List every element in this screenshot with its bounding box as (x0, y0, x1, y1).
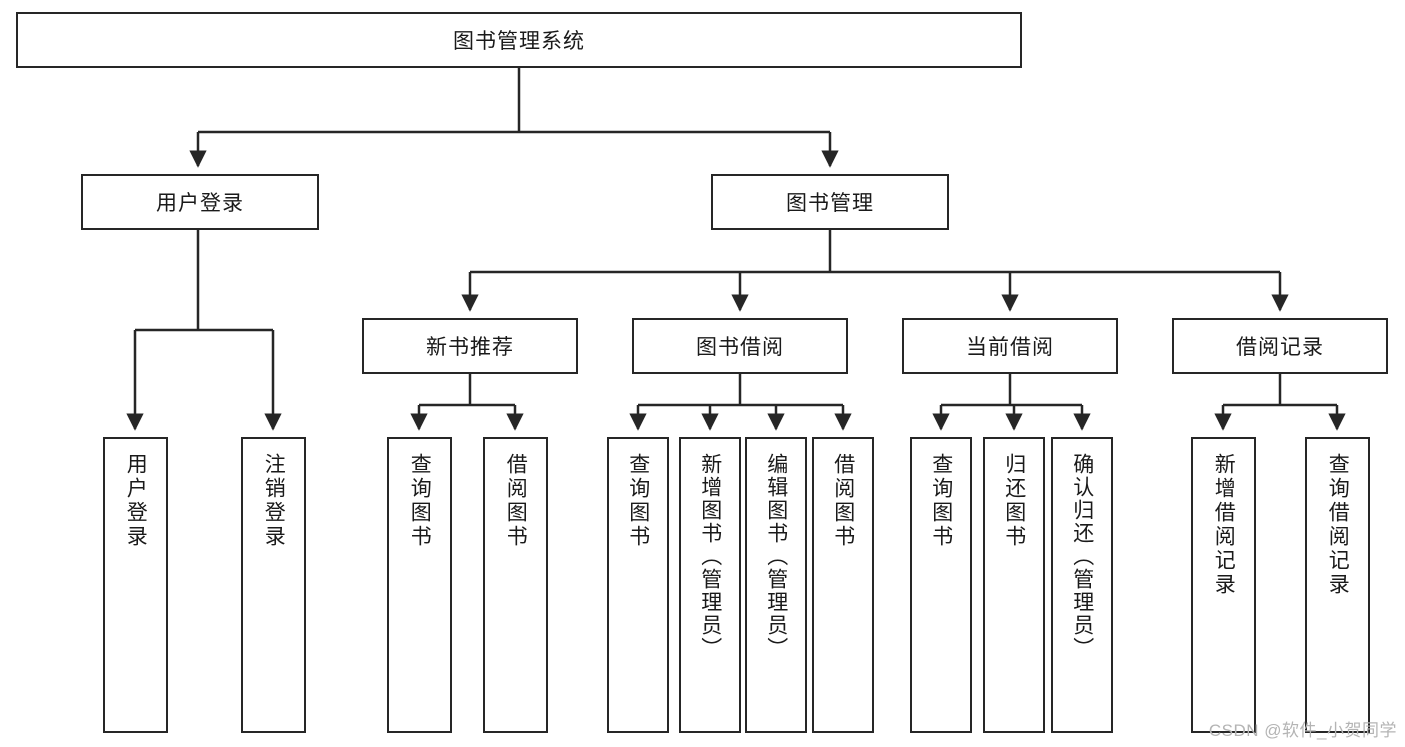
node-leaf-add-book[interactable]: 新增图书（管理员） (679, 437, 741, 733)
node-leaf-edit-book-label: 编辑图书（管理员） (764, 453, 788, 660)
node-leaf-user-login[interactable]: 用户登录 (103, 437, 168, 733)
node-book-borrow-label: 图书借阅 (696, 336, 784, 359)
node-leaf-query-book-rec-label: 查询图书 (408, 453, 432, 549)
node-new-book-rec[interactable]: 新书推荐 (362, 318, 578, 374)
node-leaf-query-book-rec[interactable]: 查询图书 (387, 437, 452, 733)
node-leaf-query-record[interactable]: 查询借阅记录 (1305, 437, 1370, 733)
node-borrow-record[interactable]: 借阅记录 (1172, 318, 1388, 374)
node-book-manage-label: 图书管理 (786, 192, 874, 215)
node-leaf-confirm-return-label: 确认归还（管理员） (1070, 453, 1094, 660)
node-leaf-return-book[interactable]: 归还图书 (983, 437, 1045, 733)
node-leaf-query-record-label: 查询借阅记录 (1326, 453, 1350, 597)
node-user-login[interactable]: 用户登录 (81, 174, 319, 230)
node-leaf-query-book-borrow[interactable]: 查询图书 (607, 437, 669, 733)
node-leaf-return-book-label: 归还图书 (1002, 453, 1026, 549)
node-book-manage[interactable]: 图书管理 (711, 174, 949, 230)
node-leaf-add-record-label: 新增借阅记录 (1212, 453, 1236, 597)
node-new-book-rec-label: 新书推荐 (426, 336, 514, 359)
node-leaf-query-book-borrow-label: 查询图书 (626, 453, 650, 549)
node-leaf-user-login-label: 用户登录 (124, 453, 148, 549)
node-leaf-query-book-cur-label: 查询图书 (929, 453, 953, 549)
node-leaf-add-record[interactable]: 新增借阅记录 (1191, 437, 1256, 733)
node-leaf-logout-label: 注销登录 (262, 453, 286, 549)
node-leaf-borrow-book-label: 借阅图书 (831, 453, 855, 549)
node-borrow-record-label: 借阅记录 (1236, 336, 1324, 359)
node-current-borrow-label: 当前借阅 (966, 336, 1054, 359)
node-leaf-add-book-label: 新增图书（管理员） (698, 453, 722, 660)
node-leaf-query-book-cur[interactable]: 查询图书 (910, 437, 972, 733)
node-leaf-confirm-return[interactable]: 确认归还（管理员） (1051, 437, 1113, 733)
node-root-label: 图书管理系统 (453, 30, 585, 53)
node-leaf-edit-book[interactable]: 编辑图书（管理员） (745, 437, 807, 733)
node-leaf-borrow-book-rec[interactable]: 借阅图书 (483, 437, 548, 733)
node-leaf-borrow-book-rec-label: 借阅图书 (504, 453, 528, 549)
watermark-text: CSDN @软件_小贺同学 (1208, 721, 1397, 740)
node-leaf-logout[interactable]: 注销登录 (241, 437, 306, 733)
node-book-borrow[interactable]: 图书借阅 (632, 318, 848, 374)
node-leaf-borrow-book[interactable]: 借阅图书 (812, 437, 874, 733)
node-current-borrow[interactable]: 当前借阅 (902, 318, 1118, 374)
node-user-login-label: 用户登录 (156, 192, 244, 215)
node-root[interactable]: 图书管理系统 (16, 12, 1022, 68)
